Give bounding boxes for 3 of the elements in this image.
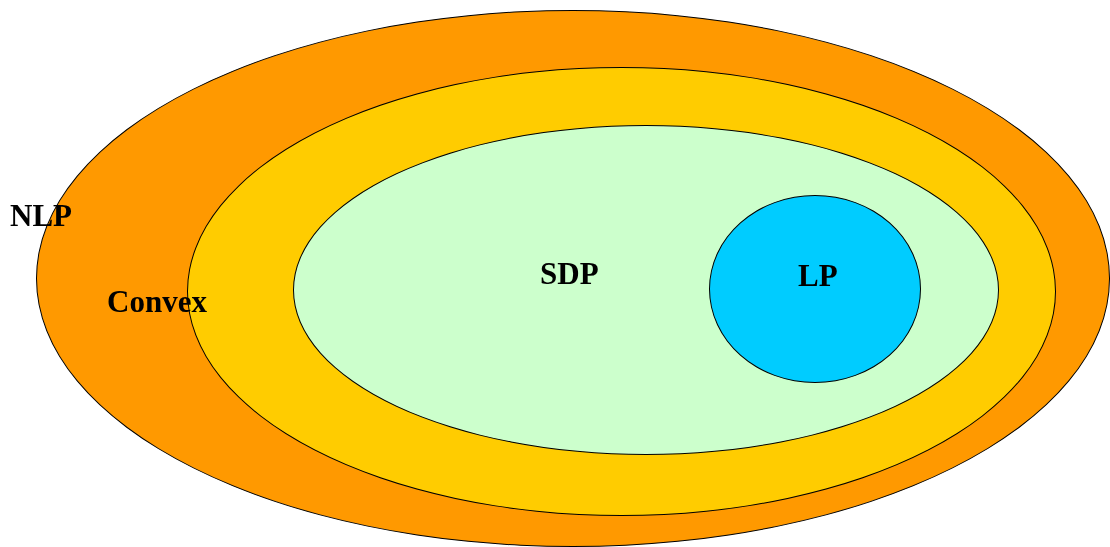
- set-label: SDP: [540, 258, 599, 289]
- set-label: Convex: [107, 286, 207, 317]
- set-label: LP: [798, 260, 838, 291]
